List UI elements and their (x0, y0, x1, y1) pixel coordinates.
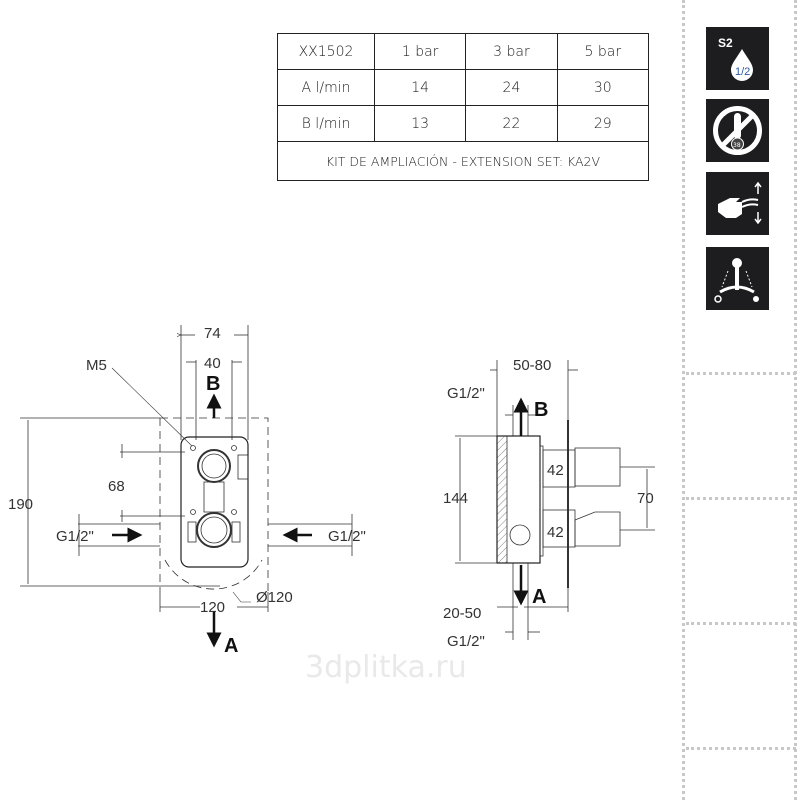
s2-half-drop-icon: S2 1/2 (706, 27, 769, 90)
dim-144: 144 (443, 490, 468, 507)
dim-50-80: 50-80 (513, 357, 551, 374)
table-cell: 5 bar (556, 33, 650, 70)
side-g-top: G1/2" (447, 385, 485, 402)
table-cell: 1 bar (373, 33, 467, 70)
divider-dotted (686, 372, 796, 375)
side-view (455, 360, 655, 640)
table-row: B l/min 13 22 29 (277, 105, 650, 142)
divider-dotted (686, 747, 796, 750)
table-cell: 13 (373, 105, 467, 142)
watermark: 3dplitka.ru (305, 650, 467, 685)
divider-dotted-right (794, 0, 797, 800)
handle-bottom-42: 42 (547, 524, 564, 541)
dia-120: Ø120 (256, 589, 293, 606)
no-thermostat-icon: 38 (706, 99, 769, 162)
flow-a-label: A (224, 635, 238, 657)
table-cell: XX1502 (277, 33, 375, 70)
dim-68: 68 (108, 478, 125, 495)
dim-120: 120 (200, 599, 225, 616)
label-m5: M5 (86, 357, 107, 374)
svg-text:S2: S2 (718, 36, 733, 50)
side-g-bottom: G1/2" (447, 633, 485, 650)
handle-top-42: 42 (547, 462, 564, 479)
dim-40: 40 (204, 355, 221, 372)
hand-flow-adjust-icon (706, 172, 769, 235)
inlet-right-label: G1/2" (328, 528, 366, 545)
hot-cold-lever-icon (706, 247, 769, 310)
svg-text:38: 38 (733, 142, 741, 149)
front-view (20, 325, 353, 648)
dim-74: 74 (204, 325, 221, 342)
side-flow-a: A (532, 586, 546, 608)
dim-190: 190 (8, 496, 33, 513)
flow-b-label: B (206, 373, 220, 395)
divider-dotted (686, 497, 796, 500)
divider-dotted (686, 622, 796, 625)
table-header-row: XX1502 1 bar 3 bar 5 bar (277, 33, 650, 70)
table-cell: 29 (556, 105, 650, 142)
side-flow-b: B (534, 399, 548, 421)
divider-dotted-left (682, 0, 685, 800)
table-cell: 22 (465, 105, 558, 142)
flow-spec-table: XX1502 1 bar 3 bar 5 bar A l/min 14 24 3… (277, 33, 650, 181)
dim-20-50: 20-50 (443, 605, 481, 622)
dim-70: 70 (637, 490, 654, 507)
table-cell: A l/min (277, 69, 375, 106)
inlet-left-label: G1/2" (56, 528, 94, 545)
svg-text:1/2: 1/2 (735, 66, 750, 78)
extension-set-note: KIT DE AMPLIACIÓN - EXTENSION SET: KA2V (277, 141, 649, 181)
table-footer-row: KIT DE AMPLIACIÓN - EXTENSION SET: KA2V (277, 141, 649, 181)
table-cell: 14 (373, 69, 467, 106)
